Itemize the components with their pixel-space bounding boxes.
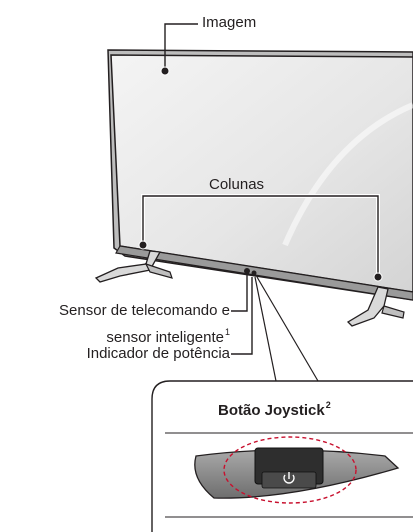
joystick-button — [254, 447, 324, 489]
power-indicator-dot — [251, 270, 257, 276]
speakers-callout — [138, 194, 383, 282]
screen-reflection — [282, 102, 413, 247]
tv-stand-right — [346, 286, 405, 327]
label-remote-sensor-text: sensor inteligente — [106, 329, 224, 346]
sensor-callout — [231, 268, 250, 312]
joystick-zoom-lines — [254, 276, 319, 382]
footnote-1: 1 — [224, 327, 230, 337]
label-remote-sensor-line1: Sensor de telecomando e — [59, 302, 230, 319]
label-speakers: Colunas — [209, 176, 265, 193]
inset-title-text: Botão Joystick — [218, 402, 325, 419]
speaker-dot-left — [138, 240, 148, 250]
joystick-inset — [151, 380, 413, 532]
image-callout-dot — [160, 66, 170, 76]
footnote-2: 2 — [325, 400, 331, 410]
tv-stand-left — [94, 250, 173, 283]
inset-title: Botão Joystick2 — [218, 400, 331, 419]
label-image: Imagem — [202, 14, 257, 31]
joystick-highlight — [223, 436, 357, 504]
label-power-indicator: Indicador de potência — [86, 345, 230, 362]
power-indicator-callout — [231, 270, 257, 355]
speaker-dot-right — [373, 272, 383, 282]
sensor-dot — [244, 268, 250, 274]
label-remote-sensor-line2: sensor inteligente1 — [106, 323, 230, 347]
power-icon — [283, 472, 295, 484]
tv-body — [107, 49, 413, 301]
tv-bottom-bezel — [115, 245, 413, 301]
image-callout — [160, 23, 198, 76]
tv-screen — [110, 54, 413, 293]
